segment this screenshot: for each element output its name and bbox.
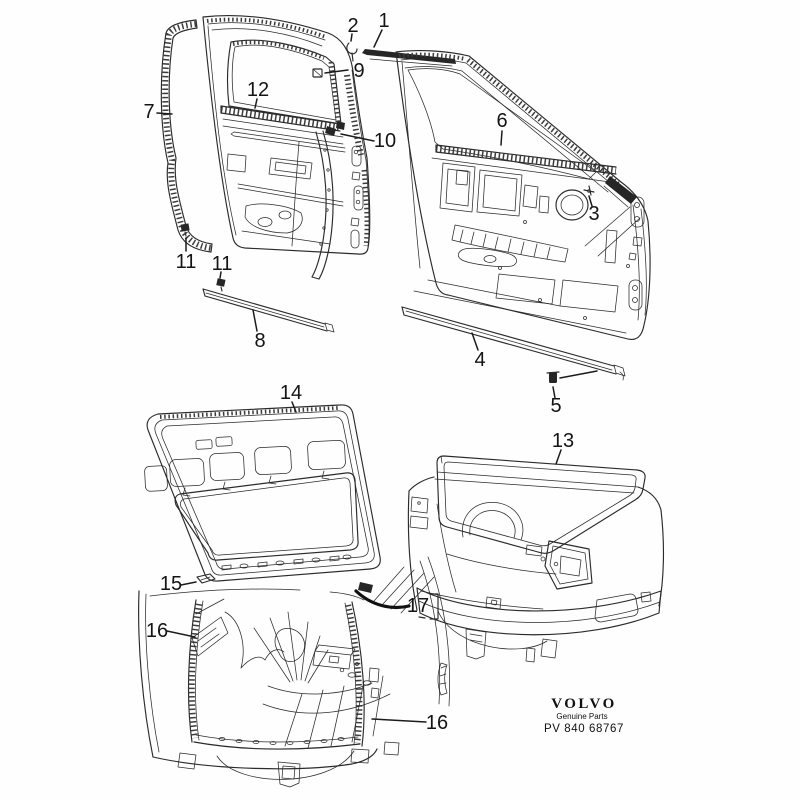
callout-label-12: 12: [247, 79, 269, 101]
callout-label-6: 6: [496, 110, 507, 132]
trunk-seal-13: [436, 455, 646, 554]
callout-9: 9: [324, 60, 365, 82]
clip-11a: [180, 223, 190, 237]
callout-label-17: 17: [407, 595, 429, 617]
callout-11a: 11: [176, 237, 197, 273]
brand-wordmark: VOLVO: [551, 696, 617, 712]
callout-label-13: 13: [552, 430, 574, 452]
callout-label-15: 15: [160, 573, 182, 595]
sedan-trunk: [407, 455, 665, 663]
callout-label-2: 2: [347, 15, 358, 37]
front-door-assembly: [395, 50, 651, 340]
part-number: PV 840 68767: [544, 723, 624, 735]
clip-15: [196, 573, 216, 584]
callout-16a: 16: [146, 620, 196, 642]
wagon-interior: [191, 598, 391, 749]
callout-label-5: 5: [550, 395, 561, 417]
callout-14: 14: [280, 382, 302, 413]
rear-door: [202, 15, 371, 255]
callout-label-9: 9: [353, 60, 364, 82]
callout-label-3: 3: [588, 203, 599, 225]
corner-seal-end: [358, 582, 373, 593]
callouts: 1 2 9 12 7 10 6 3: [143, 10, 599, 734]
opening-seal-16-right: [344, 604, 363, 744]
callout-label-11a: 11: [176, 251, 197, 273]
tailgate-assembly: [144, 404, 381, 593]
callout-12: 12: [247, 79, 269, 109]
glass-run-strip-12: [220, 105, 345, 132]
corner-seal-17: [354, 589, 411, 610]
callout-2: 2: [347, 15, 359, 42]
belt-strip-6: [435, 144, 617, 175]
callout-label-16a: 16: [146, 620, 168, 642]
rear-door-assembly: [160, 15, 456, 280]
callout-11b: 11: [212, 253, 233, 279]
callout-label-16b: 16: [426, 712, 448, 734]
belt-molding-4: [401, 306, 626, 383]
brand-tagline: Genuine Parts: [556, 712, 607, 721]
callout-label-8: 8: [254, 330, 265, 352]
callout-10: 10: [340, 130, 396, 152]
clip-3: [583, 185, 595, 196]
callout-label-1: 1: [378, 10, 389, 32]
front-door: [395, 50, 651, 340]
volvo-logo: VOLVO Genuine Parts PV 840 68767: [544, 696, 624, 735]
callout-label-14: 14: [280, 382, 302, 404]
callout-17: 17: [407, 593, 439, 620]
callout-label-7: 7: [143, 101, 154, 123]
tailgate-vents: [144, 439, 346, 497]
sash-strip-10: [311, 126, 336, 280]
frame-strip-1: [362, 49, 456, 64]
callout-1: 1: [373, 10, 390, 48]
callout-7: 7: [143, 101, 173, 123]
callout-3: 3: [588, 195, 600, 225]
weatherstrip-seal-7: [160, 19, 213, 253]
callout-13: 13: [552, 430, 574, 465]
callout-4: 4: [471, 332, 486, 371]
callout-16b: 16: [371, 712, 448, 734]
belt-molding-8: [202, 278, 335, 333]
clip-9: [312, 68, 323, 78]
callout-8: 8: [252, 309, 266, 352]
callout-5: 5: [550, 386, 562, 417]
clip-2: [346, 42, 358, 62]
callout-label-11b: 11: [212, 253, 233, 275]
callout-15: 15: [160, 573, 197, 595]
tailgate-slots: [221, 554, 352, 571]
wagon-body: [138, 556, 450, 788]
clip-5: [546, 371, 560, 383]
callout-6: 6: [496, 110, 508, 146]
callout-label-4: 4: [474, 349, 485, 371]
frame-strip-1-line: [369, 58, 453, 67]
callout-label-10: 10: [374, 130, 396, 152]
clip-11b: [216, 278, 226, 292]
